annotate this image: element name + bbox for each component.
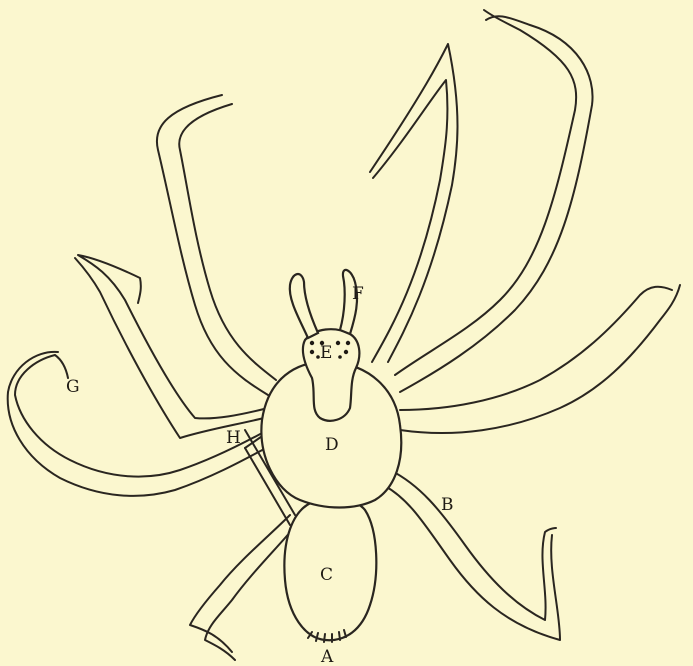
leg-right-mid-inner [400, 285, 680, 433]
leg-right-rear [390, 470, 556, 620]
label-c: C [320, 565, 333, 585]
eye-3 [336, 341, 340, 345]
eye-8 [338, 355, 342, 359]
eye-4 [346, 341, 350, 345]
leg-right-mid [400, 287, 672, 410]
leg-left-mid-inner [8, 352, 266, 496]
label-g: G [66, 377, 80, 397]
leg-left-front-1-inner [157, 95, 268, 395]
leg-left-front-1 [179, 104, 276, 380]
eye-5 [310, 350, 314, 354]
label-b: B [441, 495, 454, 515]
label-h: H [226, 428, 241, 448]
leg-left-front-2-inner [75, 258, 264, 438]
leg-left-rear-inner [205, 530, 292, 660]
leg-left-front-2 [78, 255, 268, 418]
label-f: F [352, 284, 364, 304]
label-d: D [325, 435, 339, 455]
leg-right-front-2 [395, 10, 576, 375]
leg-left-rear [190, 515, 290, 652]
eye-1 [310, 341, 314, 345]
leg-right-front-1-inner [370, 44, 458, 362]
leg-right-front-2-inner [400, 16, 593, 392]
pedipalp-left [290, 274, 318, 338]
leg-right-rear-inner [385, 486, 560, 640]
label-a: A [320, 647, 334, 666]
label-e: E [320, 343, 332, 363]
eye-6 [344, 350, 348, 354]
